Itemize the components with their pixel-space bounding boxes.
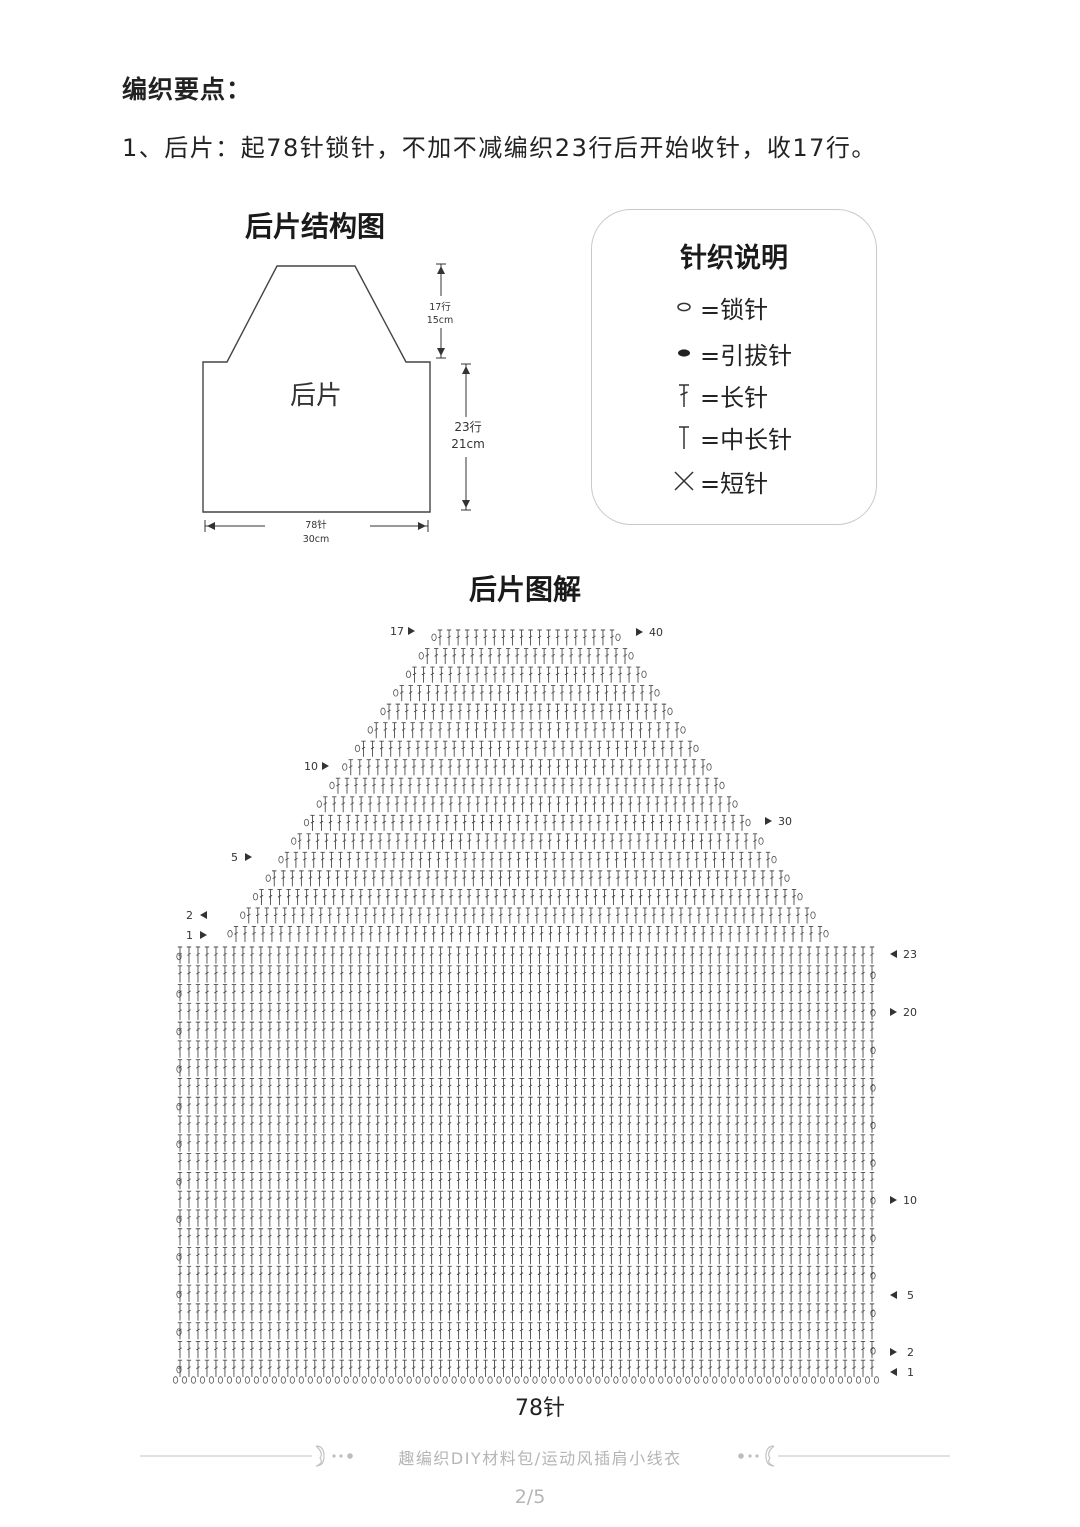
chain-stitch-icon: [672, 292, 696, 322]
row-marker-label: 1: [907, 1366, 914, 1379]
legend-label: =锁针: [700, 295, 769, 324]
legend-item-single: =短针: [672, 464, 768, 498]
structure-diagram-title: 后片结构图: [244, 210, 385, 243]
section-heading: 编织要点：: [122, 75, 253, 104]
legend-title: 针织说明: [680, 243, 788, 274]
top-rows-label: 17行: [429, 301, 451, 313]
legend-item-half-double: =中长针: [672, 420, 792, 454]
row-marker-label: 10: [304, 760, 318, 773]
single-crochet-icon: [672, 466, 696, 496]
legend-label: =引拔针: [700, 341, 793, 370]
chart-stitches: [172, 629, 880, 1384]
top-cm-label: 15cm: [427, 315, 454, 326]
legend-label: =短针: [700, 469, 769, 498]
instruction-paragraph: 1、后片：起78针锁针，不加不减编织23行后开始收针，收17行。: [122, 134, 877, 162]
row-marker-label: 23: [903, 948, 917, 961]
half-double-crochet-icon: [672, 422, 696, 452]
row-marker-label: 10: [903, 1194, 917, 1207]
stitch-legend: 针织说明 =锁针 =引拔针 =长针 =中长针 =短针: [591, 209, 877, 525]
page-number: 2/5: [514, 1486, 546, 1508]
row-marker-label: 5: [907, 1289, 914, 1302]
piece-label: 后片: [290, 381, 342, 411]
width-stitches-label: 78针: [305, 519, 327, 531]
legend-item-slip: =引拔针: [672, 336, 792, 370]
body-rows-label: 23行: [454, 420, 481, 434]
width-cm-label: 30cm: [303, 534, 330, 545]
row-marker-label: 17: [390, 625, 404, 638]
legend-label: =中长针: [700, 425, 793, 454]
body-cm-label: 21cm: [451, 437, 485, 451]
crochet-chart-title: 后片图解: [468, 573, 581, 606]
chart-stitch-count-label: 78针: [515, 1396, 565, 1421]
footer-text: 趣编织DIY材料包/运动风插肩小线衣: [398, 1449, 682, 1468]
row-marker-label: 1: [186, 929, 193, 942]
row-marker-label: 20: [903, 1006, 917, 1019]
chart-row-markers: 17 10 5 2 1 40 30 23 20 10 5 2 1: [186, 625, 917, 1379]
row-marker-label: 5: [231, 851, 238, 864]
slip-stitch-icon: [672, 338, 696, 368]
double-crochet-icon: [672, 380, 696, 410]
legend-label: =长针: [700, 383, 769, 412]
row-marker-label: 2: [186, 909, 193, 922]
piece-outline: [202, 265, 431, 513]
row-marker-label: 2: [907, 1346, 914, 1359]
row-marker-label: 40: [649, 626, 663, 639]
legend-item-double: =长针: [672, 378, 768, 412]
legend-item-chain: =锁针: [672, 290, 768, 324]
row-marker-label: 30: [778, 815, 792, 828]
